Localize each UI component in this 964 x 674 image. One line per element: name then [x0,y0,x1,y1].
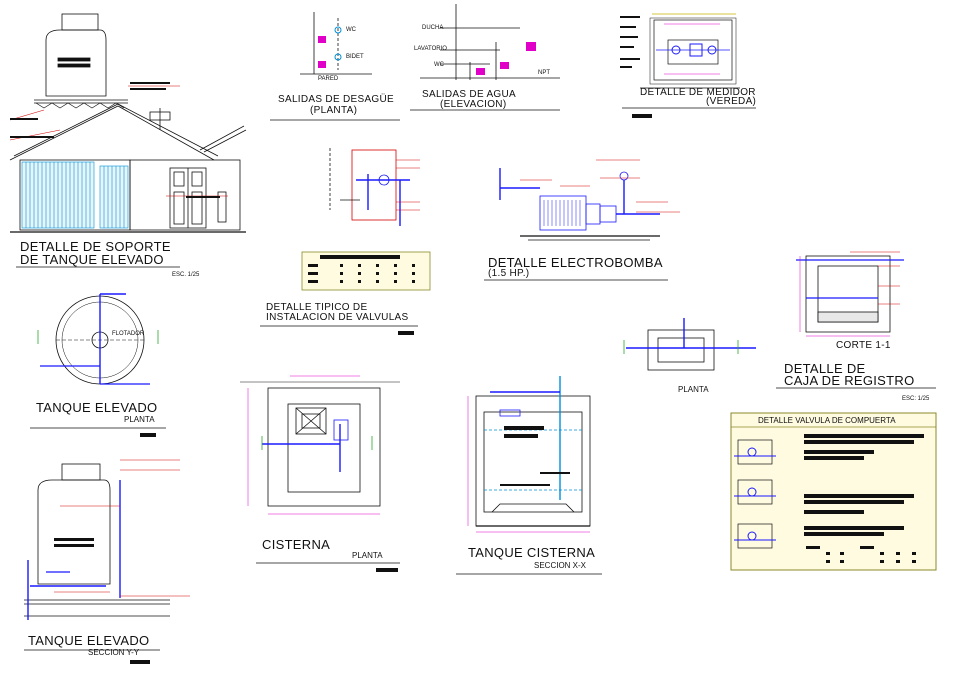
desague-wc-label: WC [346,27,356,33]
agua-wc-label: WC [434,62,444,68]
tanque-cisterna-title: TANQUE CISTERNA [468,545,596,560]
desague-fixtures [318,26,342,68]
tanque-planta-drawing [37,293,159,385]
agua-title-line2: (ELEVACION) [440,99,507,110]
electrobomba-callouts [520,159,680,213]
medidor-labels [620,16,640,68]
electrobomba-drawing [499,168,660,241]
medidor-magenta-dims [664,23,720,75]
cisterna-drawing [240,381,400,507]
desague-pared-label: PARED [318,76,339,82]
caja-corte-callouts [850,251,900,305]
valvulas-title-line2: INSTALACION DE VALVULAS [266,312,409,323]
caja-title-line2: CAJA DE REGISTRO [784,373,915,388]
agua-title-line1: SALIDAS DE AGUA [422,89,516,100]
soporte-tiles [21,161,129,229]
tanque-cisterna-dims [467,396,590,533]
medidor-scale-block [632,114,652,118]
valvulas-scale-block [398,331,414,335]
tanque-cisterna-labels [500,426,570,486]
caja-planta-drawing [623,318,756,371]
tanque-seccion-sub: SECCION Y-Y [88,648,140,657]
medidor-title-line2: (VEREDA) [706,96,757,107]
medidor-drawing [640,13,740,89]
caja-corte-dims [799,256,890,337]
cisterna-scale-block [376,568,398,572]
valvulas-drawing [329,148,410,226]
tanque-planta-sub: PLANTA [124,415,155,424]
desague-title-line1: SALIDAS DE DESAGÜE [278,94,394,105]
desague-bidet-label: BIDET [346,54,364,60]
tanque-seccion-scale-block [130,660,150,664]
caja-planta-label: PLANTA [678,385,709,394]
medidor-valves [671,43,717,57]
desague-drawing [300,12,372,75]
soporte-tanque-drawing [9,13,247,233]
compuerta-title: DETALLE VALVULA DE COMPUERTA [758,416,896,425]
soporte-title-line1: DETALLE DE SOPORTE [20,239,171,254]
cisterna-title: CISTERNA [262,537,331,552]
medidor-title-line1: DETALLE DE MEDIDOR [640,87,756,98]
soporte-labels [10,82,220,198]
tanque-planta-title: TANQUE ELEVADO [36,400,158,415]
tanque-planta-scale-block [140,433,156,437]
tanque-seccion-callouts [54,459,190,597]
valvulas-title-line1: DETALLE TIPICO DE [266,302,368,313]
cisterna-dims [247,375,380,515]
soporte-scale: ESC. 1/25 [172,272,200,278]
agua-lavatorio-label: LAVATORIO [414,46,447,52]
tanque-planta-flotador-label: FLOTADOR [112,331,145,337]
tanque-cisterna-drawing [475,376,591,527]
compuerta-panel [730,412,937,571]
valvulas-table [301,251,431,291]
agua-npt-label: NPT [538,70,550,76]
caja-corte-label: CORTE 1-1 [836,340,891,351]
tanque-cisterna-sub: SECCION X-X [534,561,587,570]
electrobomba-title-line2: (1.5 HP.) [488,268,530,279]
caja-scale: ESC: 1/25 [902,396,930,402]
agua-fixtures [476,42,536,75]
soporte-title-line2: DE TANQUE ELEVADO [20,252,164,267]
cisterna-sub: PLANTA [352,551,383,560]
electrobomba-title-line1: DETALLE ELECTROBOMBA [488,255,663,270]
caja-corte-drawing [796,255,904,333]
desague-title-line2: (PLANTA) [310,105,358,116]
agua-ducha-label: DUCHA [422,25,444,31]
tanque-seccion-title: TANQUE ELEVADO [28,633,150,648]
cisterna-greens [261,436,373,450]
valvulas-callouts [396,159,420,211]
tanque-seccion-drawing [24,463,170,620]
agua-drawing [420,4,560,80]
caja-title-line1: DETALLE DE [784,361,866,376]
